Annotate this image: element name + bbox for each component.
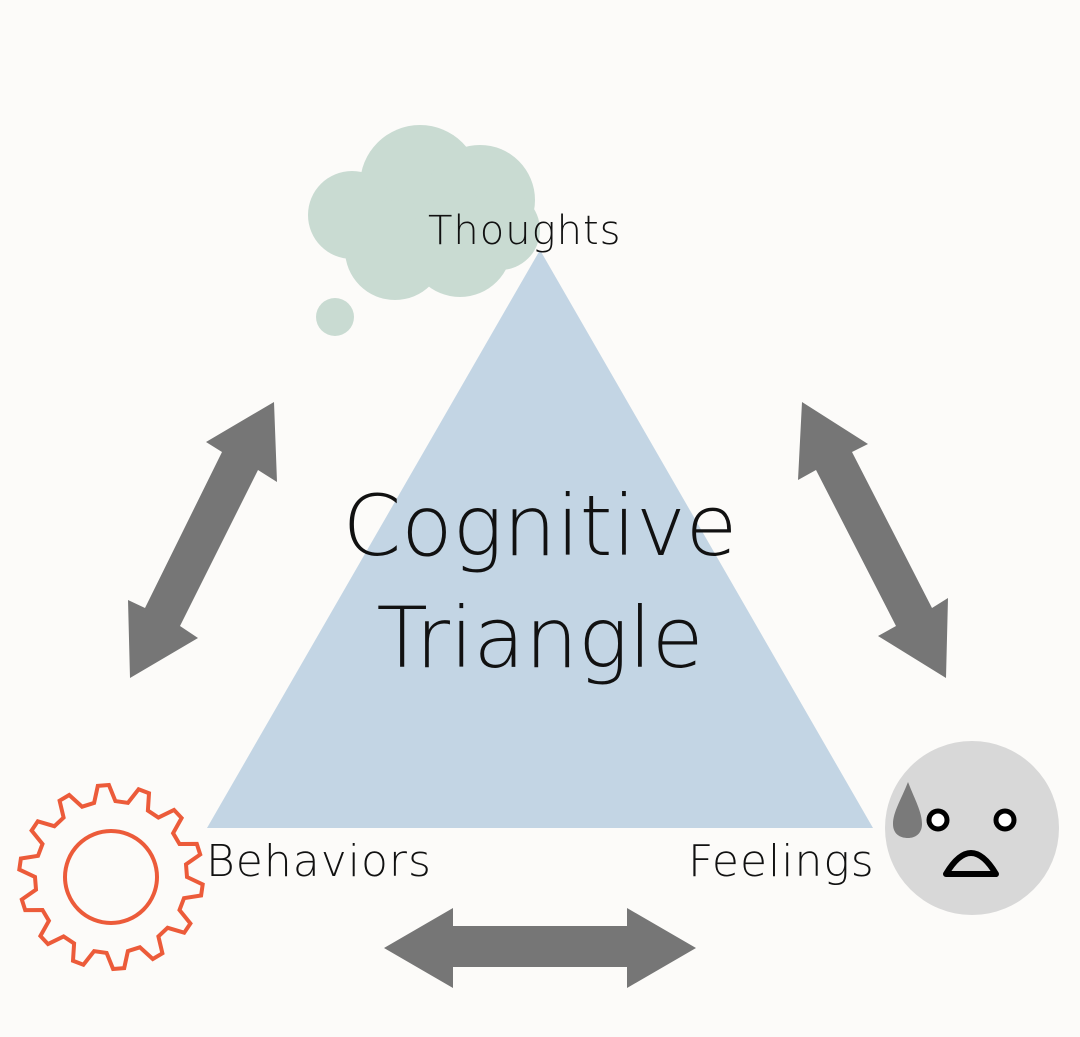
- anxious-face-icon: [885, 741, 1059, 915]
- node-label-feelings: Feelings: [688, 836, 875, 887]
- frown-mouth: [943, 850, 999, 877]
- left-eye: [926, 808, 950, 832]
- arrow-behaviors-feelings: [384, 908, 696, 988]
- title-line-2: Triangle: [376, 589, 704, 687]
- triangle: [207, 250, 873, 828]
- diagram-title: Cognitive Triangle: [330, 470, 750, 694]
- arrow-thoughts-feelings: [798, 402, 948, 678]
- title-line-1: Cognitive: [342, 477, 738, 575]
- thought-cloud-icon: [308, 125, 540, 336]
- node-label-thoughts: Thoughts: [428, 208, 622, 254]
- sweat-drop-icon: [893, 782, 922, 838]
- right-eye: [993, 808, 1017, 832]
- node-label-behaviors: Behaviors: [206, 836, 432, 887]
- arrow-thoughts-behaviors: [128, 402, 277, 678]
- gear-icon: [17, 782, 205, 972]
